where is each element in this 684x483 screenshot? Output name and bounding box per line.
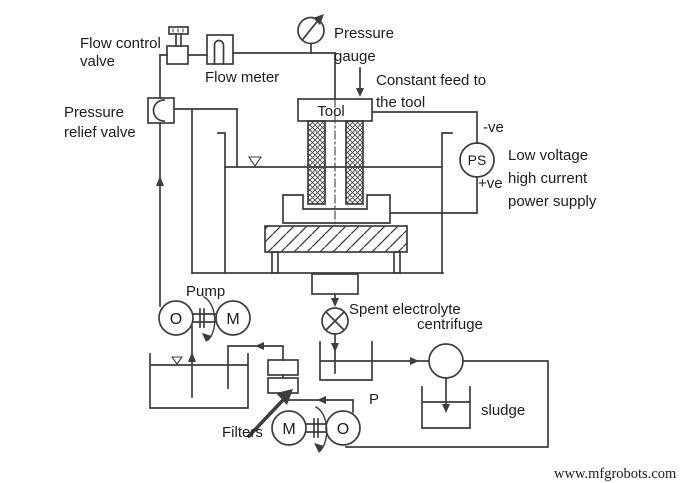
machine-table (264, 225, 408, 253)
pressure-relief-valve-label: Pressure (64, 104, 124, 121)
filters-callout-arrow (246, 397, 286, 439)
tool-label: Tool (317, 103, 345, 120)
flow-arrowheads (156, 14, 450, 453)
pump-rotation-arrowhead (202, 333, 212, 342)
negative-terminal-label: -ve (483, 119, 504, 136)
to-filter-arrowhead (317, 396, 326, 404)
p-point-label: P (369, 391, 379, 408)
into-tank-arrowhead (331, 343, 339, 352)
labels: Flow control valve Flow meter Pressure g… (64, 25, 677, 482)
pressure-gauge-label: Pressure (334, 25, 394, 42)
flow-control-valve-label: Flow control (80, 35, 161, 52)
sludge-arrowhead (442, 404, 450, 413)
machining-tank (173, 108, 453, 274)
pressure-relief-valve-label: relief valve (64, 124, 136, 141)
centrifuge-symbol (371, 343, 464, 409)
pump-to-filter-line (282, 392, 354, 413)
level-marker (247, 156, 263, 167)
sludge-tank (421, 386, 471, 429)
electrolyte-reservoir (149, 353, 249, 409)
pressure-relief-valve-symbol (147, 54, 175, 307)
suction-arrowhead (188, 352, 196, 362)
workpiece-fixture (282, 194, 391, 224)
constant-feed-arrowhead (356, 88, 364, 97)
filters-label: Filters (222, 424, 263, 441)
level-marker (170, 356, 184, 365)
pump-label: Pump (186, 283, 225, 300)
constant-feed-label: Constant feed to (376, 72, 486, 89)
piping-and-symbols (147, 16, 549, 452)
power-supply-label: power supply (508, 193, 597, 210)
flow-meter-label: Flow meter (205, 69, 279, 86)
filters-callout-arrowhead (276, 389, 293, 405)
flow-control-valve-label: valve (80, 53, 115, 70)
sludge-label: sludge (481, 402, 525, 419)
power-supply-label: Low voltage (508, 147, 588, 164)
pump-motor-letter: M (226, 311, 239, 328)
gauge-needle-arrowhead (313, 14, 324, 25)
centrifuge-label: centrifuge (417, 316, 483, 333)
motor-rotation-arrowhead (314, 443, 324, 453)
table-legs (271, 251, 401, 274)
filter-pump-letter: O (337, 421, 349, 438)
return-arrowhead (255, 342, 264, 350)
to-centrifuge-arrowhead (410, 357, 419, 365)
centrifuge-return-loop (345, 360, 549, 448)
flow-meter-symbol (206, 34, 234, 65)
positive-terminal-label: +ve (478, 175, 503, 192)
power-supply-label: high current (508, 170, 588, 187)
pressure-gauge-label: gauge (334, 48, 376, 65)
filter-motor-letter: M (282, 421, 295, 438)
tool-electrode (307, 120, 364, 205)
spent-electrolyte-tank (319, 341, 373, 381)
power-supply-wiring (371, 111, 495, 214)
constant-feed-label: the tool (376, 94, 425, 111)
pump-impeller-letter: O (170, 311, 182, 328)
drain-valve-symbol (311, 273, 359, 374)
watermark-text: www.mfgrobots.com (554, 466, 677, 482)
power-supply-ps-label: PS (468, 152, 487, 168)
filters-symbol (267, 359, 299, 394)
spent-electrolyte-label: Spent electrolyte (349, 301, 461, 318)
riser-arrowhead (156, 176, 164, 186)
drain-arrowhead (331, 298, 339, 307)
filter-return-line (227, 345, 284, 389)
flow-control-valve-symbol (159, 26, 208, 65)
power-supply-circle (459, 142, 495, 178)
